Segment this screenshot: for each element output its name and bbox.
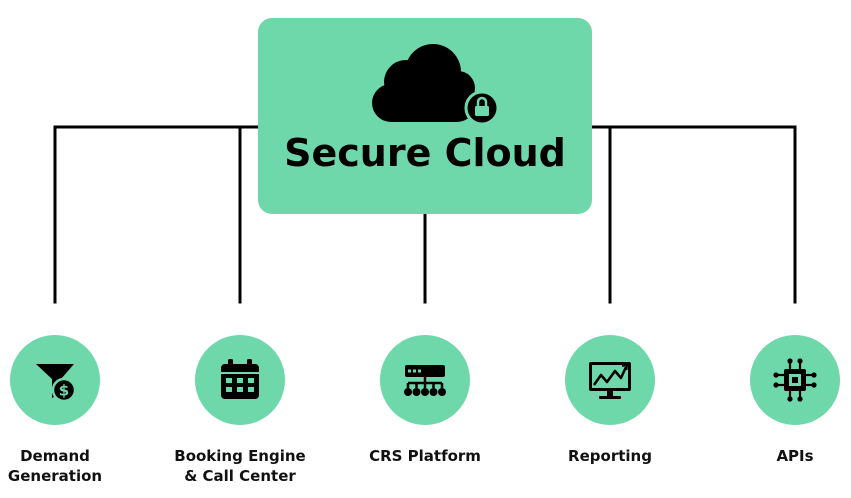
label-line-2: Generation	[7, 467, 103, 485]
secure-cloud-hub: Secure Cloud	[258, 18, 592, 214]
hub-title: Secure Cloud	[284, 131, 566, 175]
node-crs-platform	[380, 335, 470, 425]
cloud-lock-icon	[372, 44, 500, 124]
svg-text:$: $	[59, 382, 69, 400]
label-line-2: & Call Center	[184, 467, 296, 485]
connector-demand	[53, 125, 260, 304]
label-booking-engine: Booking Engine & Call Center	[155, 446, 325, 486]
chip-icon	[773, 358, 817, 402]
node-apis	[750, 335, 840, 425]
node-booking-engine	[195, 335, 285, 425]
connector-apis	[590, 125, 797, 304]
label-demand-generation: Demand Generation	[0, 446, 140, 486]
label-line-1: Booking Engine	[174, 447, 306, 465]
node-demand-generation: $	[10, 335, 100, 425]
label-line-1: Demand	[20, 447, 90, 465]
label-reporting: Reporting	[525, 446, 695, 466]
label-apis: APIs	[710, 446, 851, 466]
calendar-icon	[221, 359, 259, 399]
label-crs-platform: CRS Platform	[340, 446, 510, 466]
funnel-dollar-icon: $	[36, 364, 77, 403]
label-line-1: Reporting	[568, 447, 652, 465]
node-reporting	[565, 335, 655, 425]
label-line-1: APIs	[776, 447, 814, 465]
label-line-1: CRS Platform	[369, 447, 481, 465]
monitor-chart-icon	[589, 362, 631, 399]
network-hub-icon	[404, 365, 446, 396]
